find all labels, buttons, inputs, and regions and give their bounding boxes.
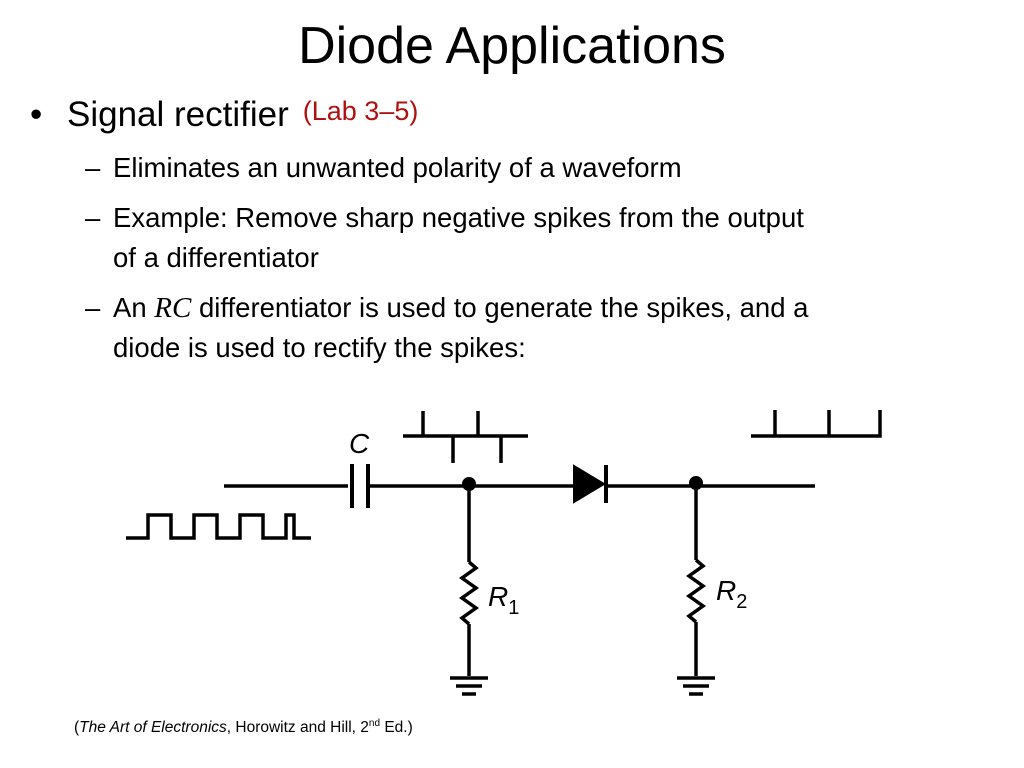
citation: (The Art of Electronics, Horowitz and Hi… (74, 718, 413, 738)
input-square-wave (126, 513, 311, 540)
subpoint-3-continuation: diode is used to rectify the spikes: (113, 332, 526, 363)
r2-letter: R (716, 575, 736, 606)
rectified-spikes (751, 410, 882, 438)
ground-r2 (677, 676, 715, 696)
subpoint-3-text: differentiator is used to generate the s… (198, 292, 809, 323)
citation-authors: , Horowitz and Hill, 2 (226, 719, 369, 736)
citation-open: ( (74, 719, 80, 736)
resistor-r2 (685, 483, 707, 676)
subpoint-1: –Eliminates an unwanted polarity of a wa… (85, 148, 985, 188)
citation-book-title: The Art of Electronics (79, 719, 227, 736)
subpoint-dash: – (85, 202, 101, 233)
subpoint-2: –Example: Remove sharp negative spikes f… (85, 198, 985, 278)
capacitor-label: C (349, 428, 370, 459)
subpoint-3-prefix: An (113, 292, 147, 323)
ground-r1 (450, 676, 488, 696)
differentiated-spikes (403, 411, 528, 463)
bullet-text: Signal rectifier (67, 95, 289, 134)
citation-superscript: nd (368, 717, 381, 729)
subpoint-dash: – (85, 292, 101, 323)
capacitor (350, 464, 370, 508)
subpoint-dash: – (85, 152, 101, 183)
bullet-signal-rectifier: • Signal rectifier (Lab 3–5) (30, 90, 418, 142)
bullet-marker: • (30, 95, 43, 134)
rc-term: RC (154, 292, 192, 324)
r1-subscript: 1 (508, 597, 519, 619)
r1-label: R1 (488, 581, 519, 619)
slide-title: Diode Applications (298, 17, 726, 75)
subpoint-3: –An RC differentiator is used to generat… (85, 288, 985, 368)
citation-edition: Ed.) (380, 719, 413, 736)
subpoint-1-text: Eliminates an unwanted polarity of a wav… (113, 152, 682, 183)
subpoint-2-continuation: of a differentiator (113, 242, 319, 273)
subpoint-2-text: Example: Remove sharp negative spikes fr… (113, 202, 804, 233)
r1-letter: R (488, 581, 508, 612)
diode (573, 464, 608, 504)
r2-label: R2 (716, 575, 747, 613)
r2-subscript: 2 (736, 591, 747, 613)
resistor-r1 (458, 484, 480, 676)
lab-reference: (Lab 3–5) (302, 96, 419, 126)
